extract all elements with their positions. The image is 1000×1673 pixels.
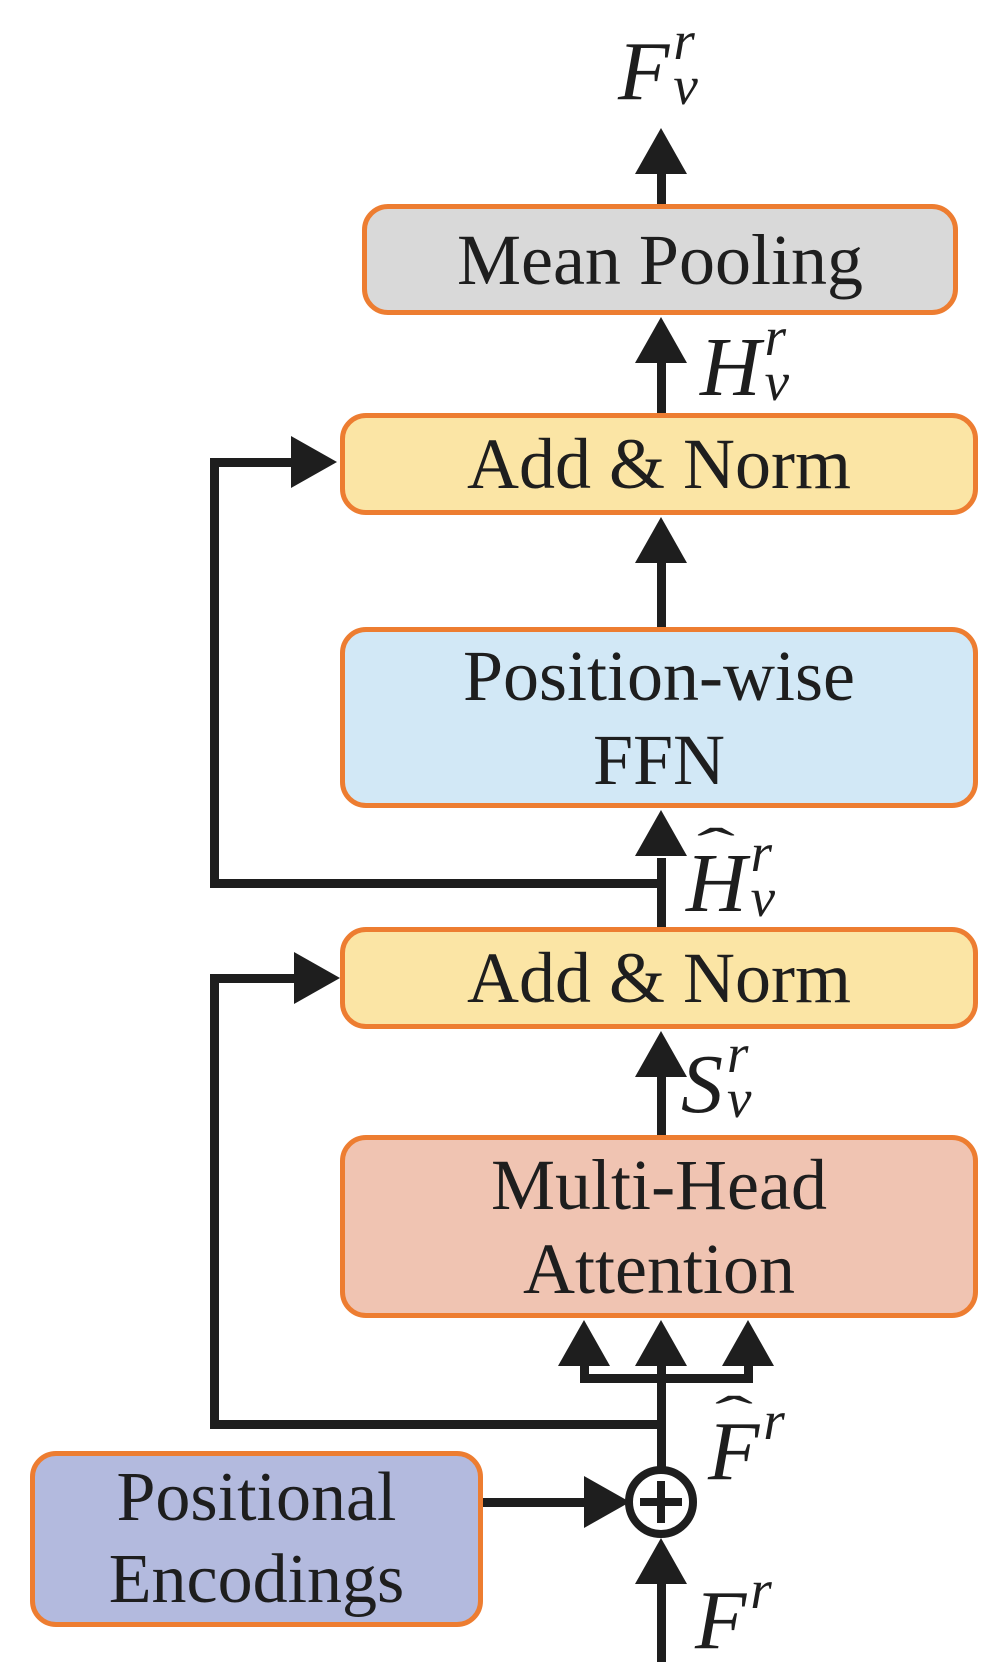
- skip2-vertical-line: [210, 974, 219, 1429]
- ffn-label-line1: Position-wise: [462, 635, 856, 716]
- label-hidden-hat-base: H: [686, 837, 747, 930]
- skip1-vertical-line: [210, 458, 219, 888]
- add-norm-bottom-box: Add & Norm: [340, 927, 978, 1029]
- label-hidden-hat-sup: r: [750, 822, 773, 883]
- label-attention-base: S: [681, 1038, 723, 1131]
- hat-accent: ˆ: [714, 1387, 753, 1445]
- input-arrowhead-icon: [635, 1538, 687, 1584]
- mha-to-addnorm2-line: [657, 1077, 666, 1135]
- output-arrow-line: [657, 174, 666, 204]
- label-hidden-hat-sub: v: [750, 867, 776, 929]
- addnorm2-input-arrowhead-icon: [635, 1031, 687, 1077]
- label-hidden-sup: r: [764, 306, 787, 367]
- pos-enc-arrowhead-icon: [584, 1476, 630, 1528]
- skip2-top-line: [219, 974, 294, 983]
- skip1-top-line: [219, 458, 292, 467]
- skip1-arrowhead-icon: [291, 436, 337, 488]
- ffn-input-arrowhead-icon: [635, 810, 687, 856]
- label-feature-hat-base: F: [708, 1405, 760, 1498]
- label-output-sub: v: [673, 55, 698, 117]
- label-input-base: F: [695, 1574, 747, 1667]
- label-output-base: F: [618, 25, 670, 118]
- label-input-sup: r: [750, 1559, 772, 1620]
- ffn-label-line2: FFN: [592, 719, 726, 800]
- position-wise-ffn-box: Position-wise FFN: [340, 627, 978, 808]
- label-input-feature: F r: [695, 1562, 772, 1667]
- mha-key-arrowhead-icon: [635, 1320, 687, 1366]
- skip2-bottom-line: [219, 1420, 657, 1429]
- label-output-sup: r: [673, 10, 695, 71]
- mha-key-line: [657, 1366, 666, 1468]
- add-norm-top-box: Add & Norm: [340, 413, 978, 515]
- meanpooling-input-arrowhead-icon: [635, 317, 687, 363]
- pos-enc-label-line2: Encodings: [108, 1541, 405, 1618]
- addnorm1-to-meanpooling-line: [657, 363, 666, 413]
- mean-pooling-box: Mean Pooling: [362, 204, 958, 315]
- skip1-bottom-line: [219, 879, 657, 888]
- add-norm-bottom-label: Add & Norm: [467, 938, 851, 1018]
- label-attention-sup: r: [727, 1023, 749, 1084]
- skip2-arrowhead-icon: [294, 952, 340, 1004]
- hat-accent: ˆ: [697, 819, 736, 877]
- addnorm2-to-ffn-line: [657, 858, 666, 927]
- label-hidden-base: H: [700, 321, 761, 414]
- input-arrow-line: [657, 1584, 666, 1662]
- add-norm-top-label: Add & Norm: [467, 424, 851, 504]
- pos-enc-label-line1: Positional: [116, 1459, 397, 1536]
- label-attention-sub: v: [727, 1068, 752, 1130]
- mean-pooling-label: Mean Pooling: [457, 219, 863, 300]
- positional-encodings-box: Positional Encodings: [30, 1451, 483, 1627]
- plus-vertical-bar: [657, 1481, 665, 1523]
- mha-query-arrowhead-icon: [558, 1320, 610, 1366]
- label-feature-hat-sup: r: [763, 1390, 785, 1451]
- ffn-to-addnorm1-line: [657, 563, 666, 627]
- label-hidden-sub: v: [764, 351, 790, 413]
- mha-value-arrowhead-icon: [722, 1320, 774, 1366]
- output-arrowhead-icon: [635, 128, 687, 174]
- multi-head-attention-box: Multi-Head Attention: [340, 1135, 978, 1318]
- mha-input-split-bar: [580, 1374, 753, 1383]
- mha-label-line2: Attention: [523, 1228, 795, 1309]
- addnorm1-input-arrowhead-icon: [635, 517, 687, 563]
- mha-label-line1: Multi-Head: [491, 1144, 827, 1225]
- pos-enc-to-add-line: [483, 1498, 584, 1507]
